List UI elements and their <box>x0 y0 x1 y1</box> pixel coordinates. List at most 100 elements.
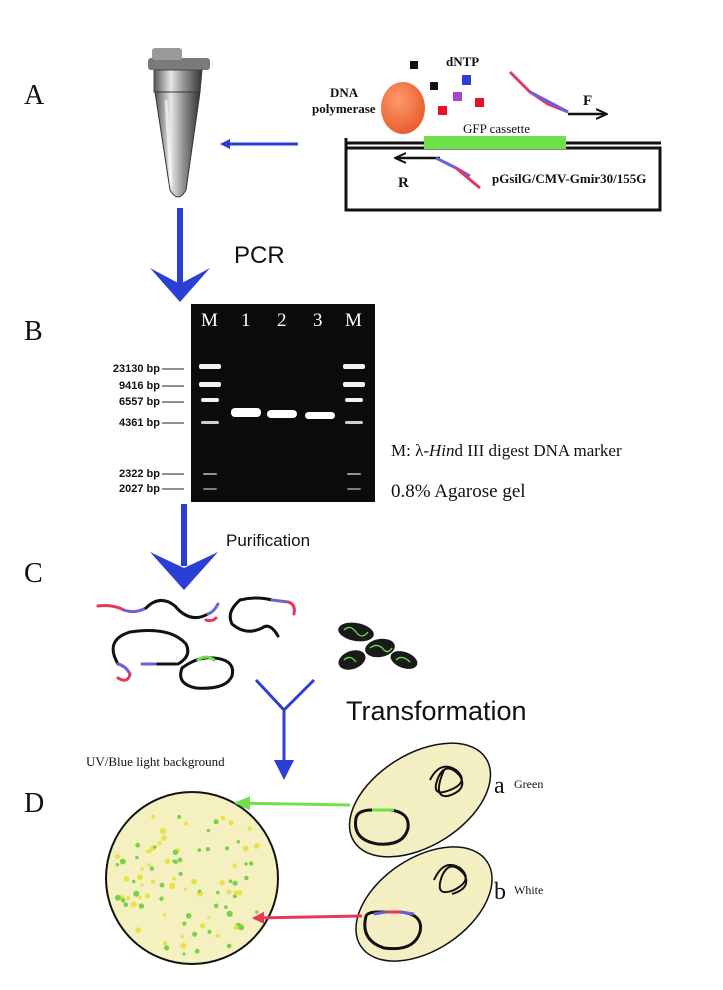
colony <box>180 942 187 949</box>
ladder-labels: 23130 bp 9416 bp 6557 bp 4361 bp 2322 bp… <box>90 0 160 990</box>
colony <box>172 849 179 855</box>
colony <box>162 913 167 917</box>
lane-label-m-right: M <box>345 310 362 331</box>
colony <box>114 894 121 901</box>
colony <box>184 887 188 891</box>
colony <box>178 871 183 877</box>
colony <box>119 858 126 865</box>
colony <box>206 828 210 833</box>
pcr-label: PCR <box>234 242 285 269</box>
colony <box>130 901 137 908</box>
polymerase-label-line2: polymerase <box>312 101 376 116</box>
colony <box>145 893 150 899</box>
panel-label-a: A <box>24 80 45 111</box>
colony <box>199 923 206 929</box>
colony <box>192 931 198 937</box>
colony <box>138 895 142 900</box>
colony <box>150 879 156 884</box>
colony <box>145 849 150 854</box>
colony <box>140 867 144 871</box>
colony <box>182 952 186 956</box>
colony <box>226 889 232 895</box>
colony <box>224 905 228 909</box>
lane-label-3: 3 <box>313 310 323 331</box>
colony <box>255 910 259 914</box>
cell-a-green <box>348 742 492 858</box>
uv-background-label: UV/Blue light background <box>86 754 225 769</box>
colony <box>197 889 202 893</box>
colony <box>131 879 136 884</box>
colony <box>232 863 237 868</box>
colony <box>220 815 226 821</box>
colony <box>177 857 183 863</box>
panel-label-b: B <box>24 316 43 347</box>
colony <box>135 842 141 848</box>
lane-3-band <box>305 412 335 419</box>
colony <box>126 896 131 901</box>
colony <box>228 879 233 884</box>
gfp-cassette-bar <box>424 136 566 149</box>
colony <box>216 890 220 895</box>
colony <box>233 890 239 895</box>
colony <box>205 847 211 852</box>
colony <box>249 861 254 866</box>
dna-polymerase-icon <box>381 82 425 134</box>
colony <box>123 876 130 882</box>
colony <box>228 820 234 826</box>
colony <box>164 858 171 864</box>
dntp-squares <box>410 61 484 115</box>
cell-a-color: Green <box>514 777 544 791</box>
colony <box>114 853 121 859</box>
ladder-label: 2027 bp <box>119 483 160 495</box>
reverse-primer-label: R <box>398 175 409 191</box>
colony <box>247 826 252 831</box>
cell-b-color: White <box>514 883 544 897</box>
colony <box>135 927 141 933</box>
transformation-merge-arrow <box>254 678 316 766</box>
colony <box>207 916 211 920</box>
colony <box>149 866 155 871</box>
colony <box>151 814 156 819</box>
polymerase-label-line1: DNA <box>330 85 359 100</box>
gel-note: 0.8% Agarose gel <box>391 481 526 502</box>
colony <box>172 876 177 881</box>
marker-legend-suffix: d III digest DNA marker <box>454 441 622 460</box>
chloroplast-icon <box>338 622 418 670</box>
colony <box>168 882 176 890</box>
colony <box>157 841 162 846</box>
colony <box>215 933 220 938</box>
lane-label-m-left: M <box>201 310 218 331</box>
colony <box>226 910 233 917</box>
marker-legend-prefix: M: λ- <box>391 441 429 460</box>
ladder-label: 23130 bp <box>112 363 160 375</box>
agar-plate <box>105 791 279 965</box>
ladder-label: 4361 bp <box>119 417 160 429</box>
ladder-ticks <box>162 368 184 490</box>
colony <box>180 935 184 939</box>
colony <box>226 943 232 949</box>
colony <box>242 845 249 852</box>
colony <box>185 913 192 919</box>
colony <box>177 815 182 819</box>
colony <box>133 890 140 897</box>
colony <box>225 846 229 851</box>
lane-label-1: 1 <box>241 310 251 331</box>
colony <box>182 921 187 926</box>
colony <box>161 835 167 841</box>
colony <box>233 925 239 930</box>
purified-dna-fragments <box>96 596 296 690</box>
colony <box>194 948 200 954</box>
pcr-tube-icon <box>148 48 210 198</box>
colony <box>120 898 126 903</box>
colony <box>147 863 151 867</box>
lane-2-band <box>267 410 297 418</box>
colony <box>213 819 219 825</box>
colony <box>160 828 167 835</box>
colony <box>115 863 120 867</box>
colony <box>162 940 168 946</box>
agarose-gel: M 1 2 3 M <box>191 304 375 502</box>
colony <box>232 894 237 899</box>
green-cell-to-plate-arrow <box>234 796 351 811</box>
dntp-label: dNTP <box>446 54 480 69</box>
